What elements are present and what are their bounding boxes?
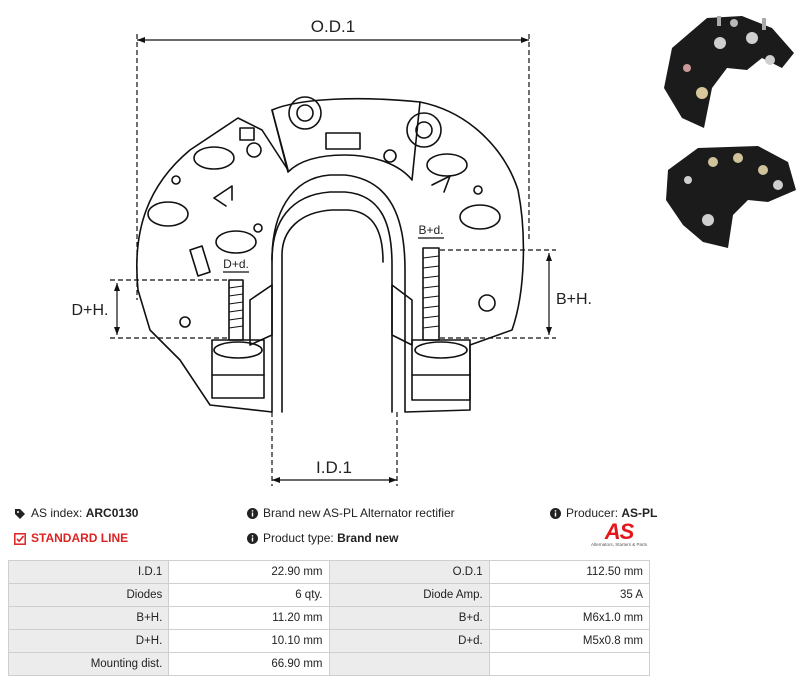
logo-text: AS xyxy=(604,519,635,544)
description-text: Brand new AS-PL Alternator rectifier xyxy=(263,506,455,520)
logo-tagline: Alternators, Starters & Parts xyxy=(590,542,648,547)
spec-value: 35 A xyxy=(488,583,651,607)
product-photo-top xyxy=(664,16,794,128)
info-icon xyxy=(247,533,258,545)
table-row: I.D.1 22.90 mm O.D.1 112.50 mm xyxy=(7,560,651,584)
standard-line-label: STANDARD LINE xyxy=(31,531,129,545)
tag-icon xyxy=(15,508,25,519)
product-type-value: Brand new xyxy=(337,531,399,545)
spec-value: M5x0.8 mm xyxy=(488,629,651,653)
spec-table: I.D.1 22.90 mm O.D.1 112.50 mm Diodes 6 … xyxy=(7,560,651,676)
product-type: Product type: Brand new xyxy=(247,531,398,545)
spec-value: 10.10 mm xyxy=(168,629,330,653)
spec-value: 11.20 mm xyxy=(168,606,330,630)
spec-value: M6x1.0 mm xyxy=(488,606,651,630)
product-type-label: Product type: xyxy=(263,531,334,545)
spec-label: B+d. xyxy=(328,606,490,630)
bd-dimension-label: B+d. xyxy=(418,223,443,237)
dh-dimension-label: D+H. xyxy=(72,302,109,319)
producer-value: AS-PL xyxy=(621,506,658,520)
producer-label: Producer: xyxy=(566,506,619,520)
spec-label: D+H. xyxy=(7,629,170,653)
spec-value: 66.90 mm xyxy=(168,652,330,676)
table-row: Mounting dist. 66.90 mm xyxy=(7,652,651,676)
spec-value: 6 qty. xyxy=(168,583,330,607)
standard-line: STANDARD LINE xyxy=(14,531,128,545)
od-dimension-label: O.D.1 xyxy=(311,17,355,36)
id-dimension-label: I.D.1 xyxy=(316,458,352,477)
spec-label: O.D.1 xyxy=(328,560,490,584)
spec-label xyxy=(328,652,490,676)
spec-label: Mounting dist. xyxy=(7,652,170,676)
table-row: B+H. 11.20 mm B+d. M6x1.0 mm xyxy=(7,606,651,630)
spec-value xyxy=(488,652,651,676)
producer: Producer: AS-PL xyxy=(550,506,657,520)
dd-dimension-label: D+d. xyxy=(223,257,249,271)
as-pl-logo: AS Alternators, Starters & Parts xyxy=(584,519,654,548)
spec-label: D+d. xyxy=(328,629,490,653)
spec-label: Diode Amp. xyxy=(328,583,490,607)
spec-label: I.D.1 xyxy=(7,560,170,584)
checkbox-icon xyxy=(14,532,26,545)
spec-value: 22.90 mm xyxy=(168,560,330,584)
info-icon xyxy=(247,508,258,520)
product-photo-bottom xyxy=(666,146,796,248)
table-row: D+H. 10.10 mm D+d. M5x0.8 mm xyxy=(7,629,651,653)
spec-value: 112.50 mm xyxy=(488,560,651,584)
as-index: AS index: ARC0130 xyxy=(14,506,138,520)
as-index-value: ARC0130 xyxy=(85,506,139,520)
as-index-label: AS index: xyxy=(31,506,83,520)
info-icon xyxy=(550,508,561,520)
rectifier-technical-drawing: O.D.1 I.D.1 D+H. B+H. D+d. B+d. xyxy=(72,17,592,486)
table-row: Diodes 6 qty. Diode Amp. 35 A xyxy=(7,583,651,607)
spec-label: B+H. xyxy=(7,606,170,630)
bh-dimension-label: B+H. xyxy=(556,291,592,308)
product-description: Brand new AS-PL Alternator rectifier xyxy=(247,506,455,520)
spec-label: Diodes xyxy=(7,583,170,607)
